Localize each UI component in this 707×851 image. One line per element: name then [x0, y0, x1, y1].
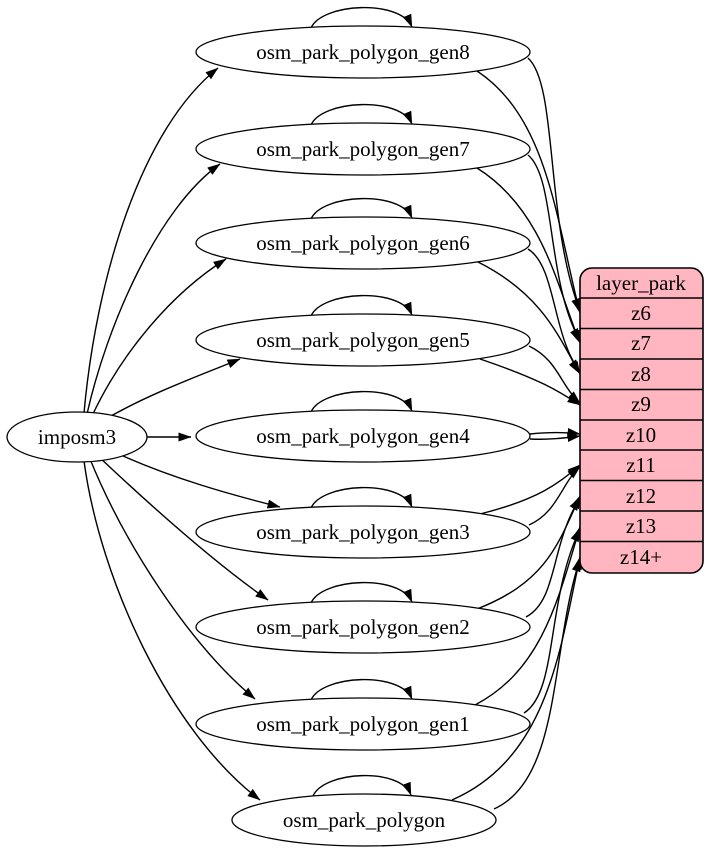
self-loops: [310, 6, 413, 797]
layer-park-row-z10: z10: [626, 423, 656, 447]
edge-gen7-to-z7-a: [527, 154, 581, 342]
node-osm-park-polygon-gen5: osm_park_polygon_gen5: [195, 313, 531, 367]
edge-gen1-to-z13-b: [474, 526, 581, 706]
gen7-ellipse: [195, 122, 531, 176]
edge-imposm3-to-gen6: [91, 258, 227, 417]
node-osm-park-polygon-gen2: osm_park_polygon_gen2: [195, 600, 531, 654]
node-osm-park-polygon-gen6: osm_park_polygon_gen6: [195, 216, 531, 270]
edge-gen8-to-z6-b: [476, 70, 582, 314]
edge-gen7-to-z7-b: [476, 167, 581, 344]
self-loop-gen4: [310, 390, 413, 413]
self-loop-gen2: [310, 581, 413, 604]
layer-park-row-z13: z13: [626, 514, 656, 538]
gen8-label: osm_park_polygon_gen8: [256, 40, 469, 64]
gen6-ellipse: [195, 216, 531, 270]
node-osm-park-polygon-gen8: osm_park_polygon_gen8: [195, 25, 531, 79]
layer-park-row-z11: z11: [626, 453, 656, 477]
gen4-label: osm_park_polygon_gen4: [256, 424, 470, 448]
gen3-label: osm_park_polygon_gen3: [256, 520, 469, 544]
edge-imposm3-to-gen8: [83, 67, 219, 414]
layer-park-row-z14: z14+: [620, 545, 662, 569]
gen8-ellipse: [195, 25, 531, 79]
self-loop-gen7: [310, 103, 413, 126]
node-osm-park-polygon-gen7: osm_park_polygon_gen7: [195, 122, 531, 176]
edge-gen4-to-z10-a: [529, 427, 581, 437]
layer-park-row-z6: z6: [631, 301, 651, 325]
gen7-label: osm_park_polygon_gen7: [256, 137, 469, 161]
edge-polygon-to-z14-b: [451, 556, 582, 801]
self-loop-gen6: [310, 197, 413, 220]
gen4-ellipse: [195, 409, 531, 463]
imposm3-ellipse: [6, 411, 148, 463]
layer-park-table: layer_park z6 z7 z8 z9 z10 z11 z12 z13 z…: [579, 267, 704, 574]
node-imposm3: imposm3: [6, 411, 148, 463]
edge-gen3-to-z11-b: [479, 464, 581, 515]
edge-imposm3-to-gen1: [89, 458, 256, 700]
self-loop-polygon: [312, 774, 412, 797]
edge-gen5-to-z9-a: [528, 345, 581, 404]
gen1-label: osm_park_polygon_gen1: [256, 712, 469, 736]
gen6-label: osm_park_polygon_gen6: [256, 231, 469, 255]
node-osm-park-polygon-gen4: osm_park_polygon_gen4: [195, 409, 531, 463]
edge-gen8-to-z6-a: [527, 57, 581, 312]
layer-park-row-z7: z7: [631, 331, 651, 355]
gen1-ellipse: [195, 697, 531, 751]
edge-gen5-to-z9-b: [479, 358, 581, 406]
polygon-label: osm_park_polygon: [283, 808, 446, 832]
edges-to-layer: [451, 57, 582, 810]
layer-park-row-z9: z9: [631, 392, 651, 416]
edge-gen1-to-z13-a: [523, 528, 581, 714]
edge-imposm3-to-gen5: [103, 358, 241, 421]
edge-gen6-to-z8-a: [527, 248, 581, 373]
edges-imposm3: [83, 67, 281, 801]
layer-park-row-z12: z12: [626, 484, 656, 508]
node-osm-park-polygon: osm_park_polygon: [231, 793, 497, 847]
edge-imposm3-to-gen7: [86, 163, 221, 415]
self-loop-gen1: [310, 678, 413, 701]
edge-gen2-to-z12-b: [476, 495, 581, 610]
self-loop-gen3: [310, 486, 413, 509]
edge-polygon-to-z14-a: [493, 558, 581, 810]
node-osm-park-polygon-gen1: osm_park_polygon_gen1: [195, 697, 531, 751]
edge-imposm3-to-gen3: [111, 450, 281, 509]
layer-park-row-z8: z8: [631, 362, 651, 386]
polygon-ellipse: [231, 793, 497, 847]
gen3-ellipse: [195, 505, 531, 559]
gen5-ellipse: [195, 313, 531, 367]
edge-gen4-to-z10-b: [529, 433, 581, 443]
self-loop-gen8: [310, 6, 413, 29]
gen2-label: osm_park_polygon_gen2: [256, 615, 469, 639]
edge-imposm3-to-gen2: [97, 455, 269, 601]
node-osm-park-polygon-gen3: osm_park_polygon_gen3: [195, 505, 531, 559]
edge-gen3-to-z11-a: [528, 466, 581, 526]
edge-imposm3-to-polygon: [83, 460, 261, 801]
imposm3-label: imposm3: [38, 425, 116, 449]
edge-gen6-to-z8-b: [477, 261, 581, 375]
self-loop-gen5: [310, 294, 413, 317]
gen2-ellipse: [195, 600, 531, 654]
layer-park-title: layer_park: [596, 271, 686, 295]
gen5-label: osm_park_polygon_gen5: [256, 328, 469, 352]
